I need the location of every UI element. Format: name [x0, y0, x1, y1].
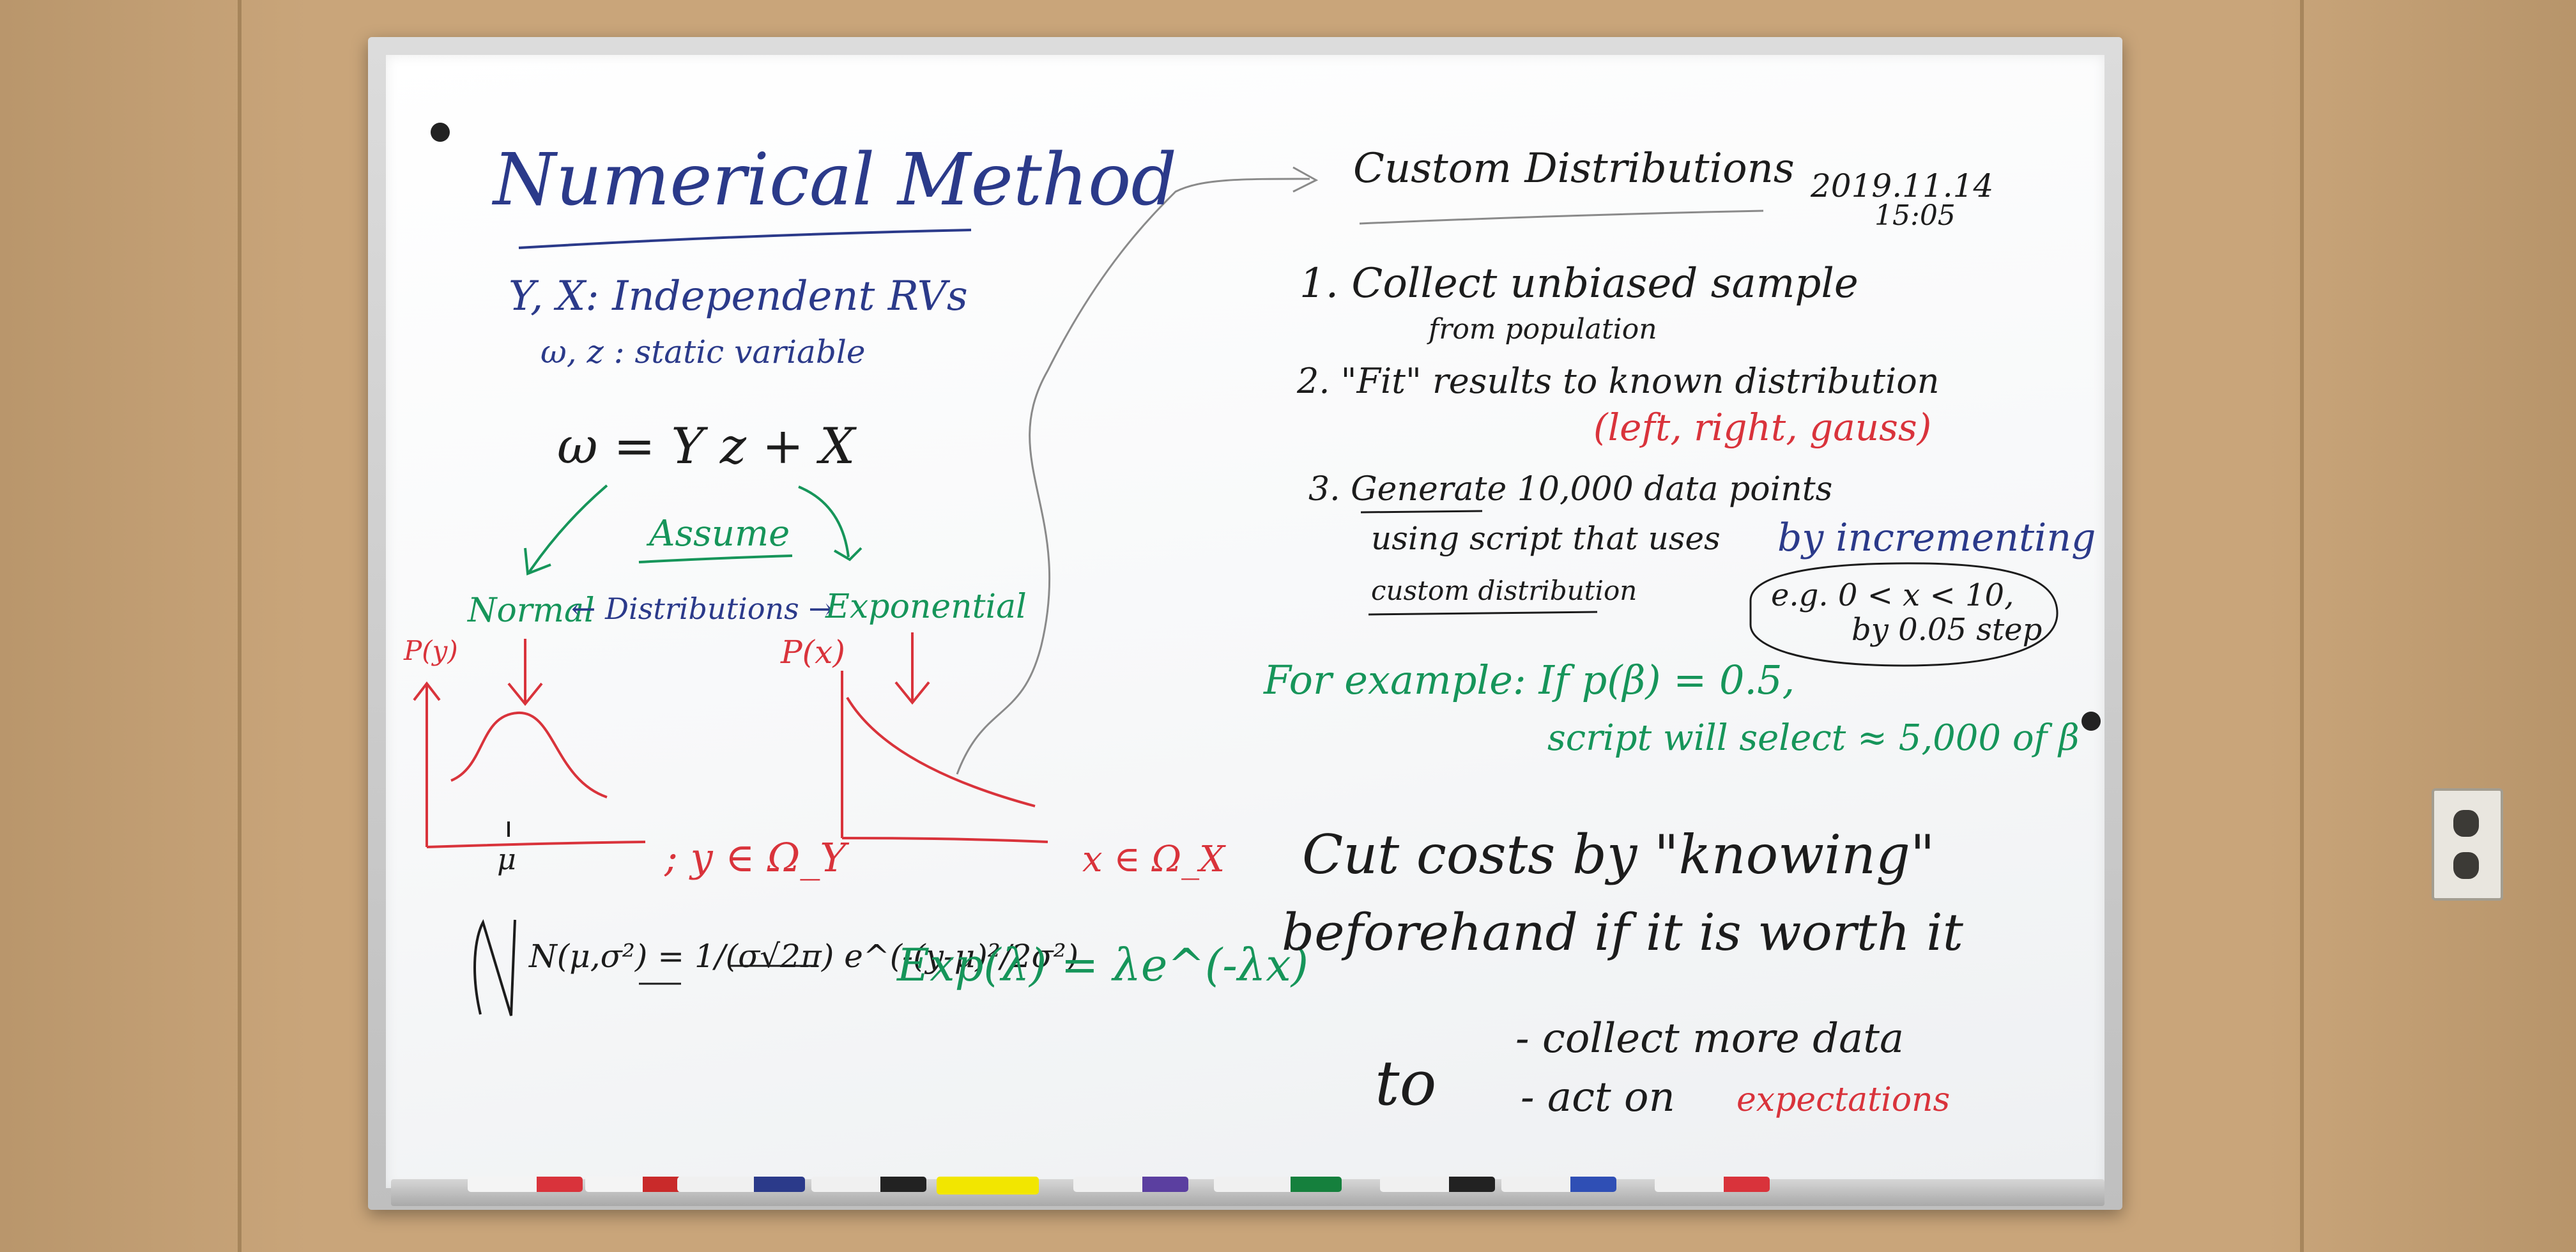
- outlet-socket: [2453, 810, 2479, 837]
- normal-y-axis: [413, 681, 441, 847]
- example-line-2: script will select ≈ 5,000 of β: [1547, 717, 2080, 759]
- connector-arrow-head: [1292, 166, 1319, 193]
- outlet-socket: [2453, 852, 2479, 879]
- step-1-continued: from population: [1429, 313, 1657, 346]
- whiteboard: [386, 55, 2104, 1188]
- normal-formula-n: [473, 919, 516, 1016]
- cut-costs-line-2: beforehand if it is worth it: [1282, 903, 1963, 962]
- rv-definition: Y, X: Independent RVs: [509, 273, 968, 320]
- marker: [1380, 1177, 1495, 1192]
- arrow-to-exponential-head: [833, 547, 862, 561]
- exp-y-axis-label: P(x): [781, 634, 845, 671]
- exp-down-arrow: [894, 632, 930, 705]
- model-equation: ω = Y z + X: [557, 418, 855, 475]
- bullet-act-on: - act on: [1521, 1074, 1675, 1121]
- exponential-label: Exponential: [825, 588, 1027, 626]
- left-title: Numerical Method: [493, 139, 1177, 222]
- bullet-collect-data: - collect more data: [1515, 1015, 1905, 1062]
- date-label: 2019.11.14: [1811, 167, 1994, 204]
- assume-underline: [638, 554, 793, 563]
- normal-formula: N(μ,σ²) = 1/(σ√2π) e^(-(y-μ)²/2σ²): [529, 938, 1079, 975]
- example-line-1: For example: If p(β) = 0.5,: [1264, 657, 1795, 703]
- normal-label: Normal: [468, 592, 595, 630]
- marker: [1214, 1177, 1342, 1192]
- marker: [811, 1177, 926, 1192]
- time-label: 15:05: [1874, 199, 1956, 232]
- marker: [1501, 1177, 1616, 1192]
- cut-costs-line-1: Cut costs by "knowing": [1302, 823, 1935, 886]
- marker: [1073, 1177, 1188, 1192]
- wall-corner-left: [238, 0, 241, 1252]
- to-label: to: [1375, 1048, 1437, 1119]
- x-domain-label: x ∈ Ω_X: [1082, 839, 1225, 880]
- marker: [677, 1177, 805, 1192]
- assume-label: Assume: [649, 513, 790, 554]
- marker: [468, 1177, 583, 1192]
- arrow-to-normal: [528, 484, 608, 574]
- y-domain-label: ; y ∈ Ω_Y: [664, 834, 847, 881]
- step-2-options: (left, right, gauss): [1593, 406, 1932, 449]
- normal-x-axis: [426, 841, 646, 848]
- bubble-line-2: by 0.05 step: [1851, 612, 2043, 648]
- distributions-label: ← Distributions →: [571, 592, 833, 626]
- exp-curve: [846, 696, 1036, 807]
- normal-curve: [450, 711, 608, 798]
- generate-underline: [1360, 510, 1483, 514]
- marker: [1655, 1177, 1770, 1192]
- step-3-line-3: custom distribution: [1371, 575, 1637, 606]
- step-1: 1. Collect unbiased sample: [1300, 260, 1859, 307]
- normal-y-axis-label: P(y): [404, 635, 458, 666]
- mu-label: μ: [497, 842, 516, 876]
- eraser: [937, 1177, 1039, 1195]
- magnet: [431, 123, 450, 142]
- step-3: 3. Generate 10,000 data points: [1308, 470, 1833, 508]
- by-incrementing-note: by incrementing: [1777, 515, 2096, 560]
- wall-outlet: [2432, 788, 2503, 901]
- normal-down-arrow: [507, 639, 543, 706]
- exp-x-axis: [841, 837, 1048, 843]
- marker: [585, 1177, 681, 1192]
- magnet: [2082, 712, 2101, 731]
- bubble-line-1: e.g. 0 < x < 10,: [1771, 577, 2014, 613]
- exponential-formula: Exp(λ) = λe^(-λx): [897, 939, 1309, 991]
- custom-distribution-underline: [1368, 611, 1598, 616]
- arrow-to-normal-head: [524, 547, 551, 576]
- connector-curve: [956, 178, 1310, 775]
- step-2: 2. "Fit" results to known distribution: [1297, 361, 1940, 401]
- example-bubble: [1749, 562, 2058, 667]
- static-variable-definition: ω, z : static variable: [540, 333, 866, 370]
- step-3-line-2: using script that uses: [1371, 520, 1721, 557]
- arrow-to-exponential: [798, 485, 850, 558]
- title-underline: [518, 229, 972, 249]
- bullet-expectations: expectations: [1736, 1081, 1951, 1119]
- right-title: Custom Distributions: [1353, 145, 1795, 192]
- wall-corner-right: [2300, 0, 2304, 1252]
- custom-title-underline: [1359, 210, 1764, 225]
